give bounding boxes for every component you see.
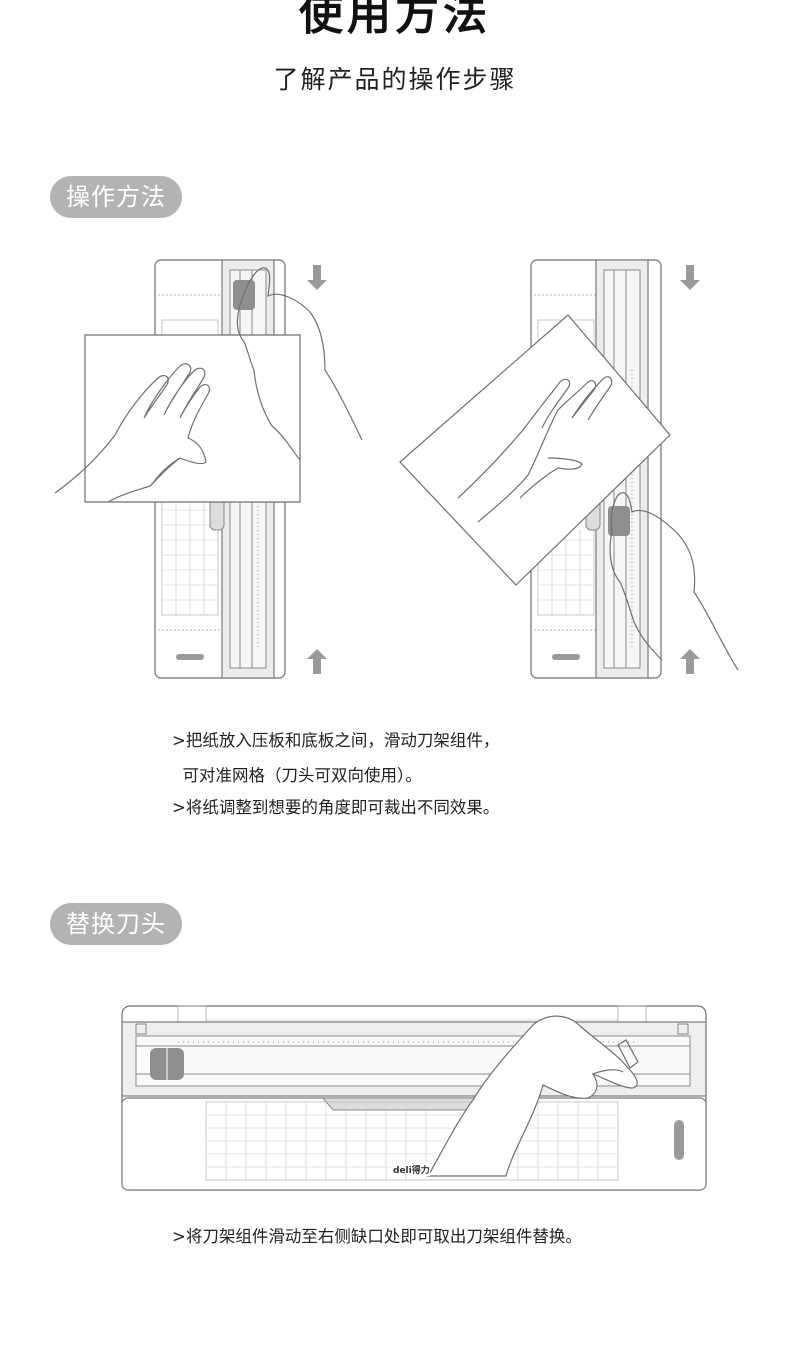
instruction-replace-blade: >将刀架组件滑动至右侧缺口处即可取出刀架组件替换。 xyxy=(172,1227,582,1246)
brand-mark: deli得力 xyxy=(393,1163,430,1176)
section-badge-replace-blade: 替换刀头 xyxy=(50,903,182,945)
down-arrow-icon xyxy=(680,265,700,290)
page-subtitle: 了解产品的操作步骤 xyxy=(273,65,517,94)
instruction-line-2: 可对准网格（刀头可双向使用）。 xyxy=(172,766,422,785)
up-arrow-icon xyxy=(307,649,327,674)
section-badge-operation: 操作方法 xyxy=(50,176,182,218)
instruction-line-3: >将纸调整到想要的角度即可裁出不同效果。 xyxy=(172,798,500,817)
trimmer-illustration-horizontal xyxy=(121,1005,707,1191)
up-arrow-icon xyxy=(680,649,700,674)
page-title: 使用方法 xyxy=(299,0,491,40)
instruction-line-1: >把纸放入压板和底板之间，滑动刀架组件， xyxy=(172,731,500,750)
trimmer-illustration-straight xyxy=(54,259,363,679)
down-arrow-icon xyxy=(307,265,327,290)
trimmer-illustration-angled xyxy=(399,259,739,679)
